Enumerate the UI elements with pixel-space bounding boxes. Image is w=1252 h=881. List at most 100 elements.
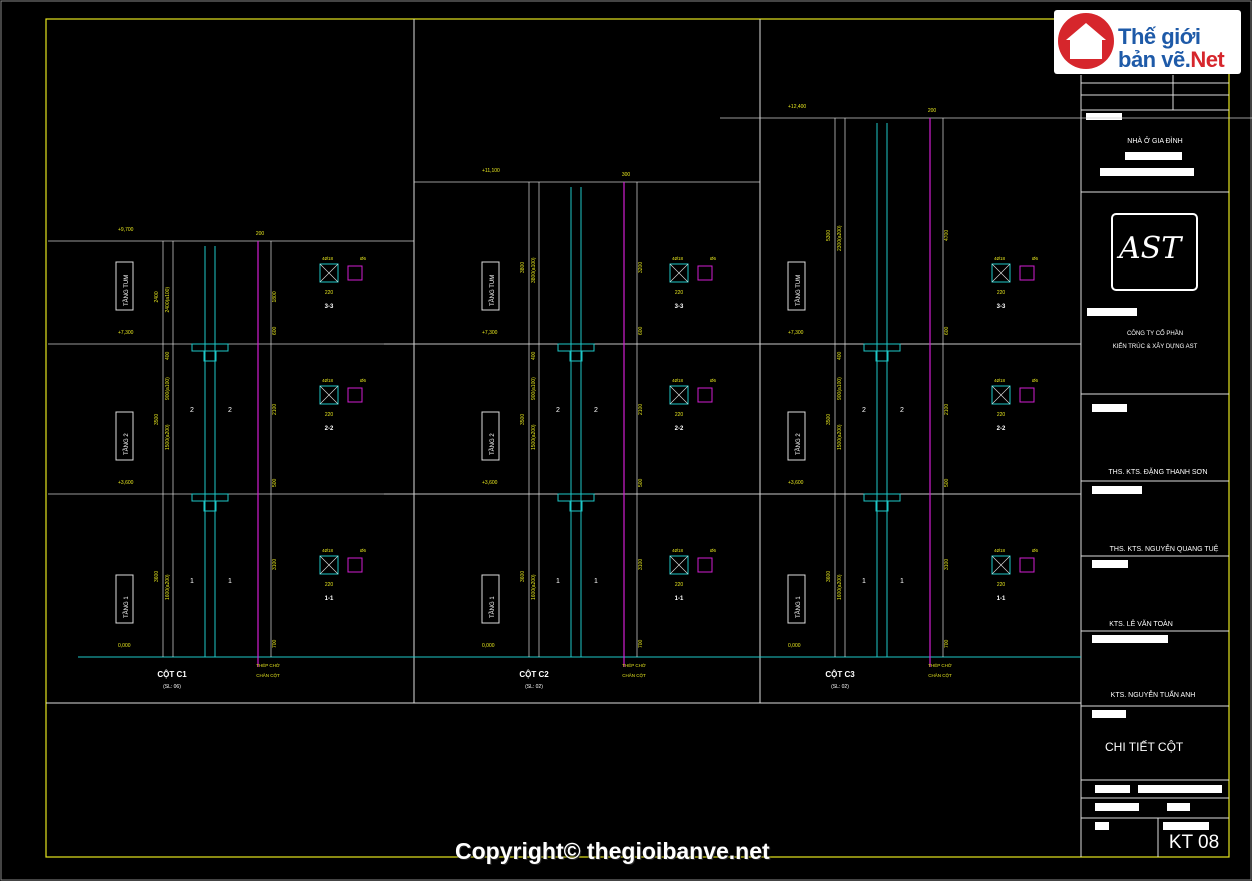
- section-width: 220: [325, 290, 334, 296]
- dim-t1: 3600: [520, 571, 526, 582]
- level-t2: +3,600: [482, 480, 498, 486]
- floor-name-tum: TẦNG TUM: [795, 275, 802, 306]
- designer-2: THS. KTS. NGUYỄN QUANG TUỆ: [1110, 544, 1219, 553]
- section-cross: [669, 555, 689, 575]
- site-logo[interactable]: Thế giới bản vẽ.Net: [1054, 10, 1241, 74]
- beam-section: [191, 493, 229, 502]
- level-tum: +7,300: [788, 330, 804, 336]
- dim-bar-top: 200: [256, 231, 265, 237]
- section-stirrup: [1019, 387, 1035, 403]
- section-mark: 2: [594, 407, 598, 414]
- section-cross: [319, 385, 339, 405]
- dim-3100: 3100: [638, 559, 644, 570]
- logo-text-1: Thế giới: [1118, 24, 1201, 49]
- section-stirrup: [697, 265, 713, 281]
- section-width: 220: [997, 290, 1006, 296]
- beam-web: [203, 350, 217, 362]
- floor-box-t1: [115, 574, 134, 624]
- title-block: [1081, 75, 1229, 857]
- dim-tum-sub: 2300(a200): [837, 225, 843, 251]
- column-count: (SL: 02): [831, 684, 849, 690]
- stirrup-label: Ø6: [1032, 378, 1039, 383]
- section-title: 3-3: [675, 304, 684, 310]
- dim-stirrup: 1600(a200): [165, 574, 171, 600]
- dim-stirrup: 1500(a200): [531, 424, 537, 450]
- dim-t1: 3600: [154, 571, 160, 582]
- designer-1: THS. KTS. ĐẶNG THANH SƠN: [1108, 467, 1207, 476]
- dim-stirrup: 1600(a200): [837, 574, 843, 600]
- level-top: +12,400: [788, 104, 806, 110]
- dim-stirrup: 900(a100): [837, 377, 843, 400]
- section-stirrup: [347, 557, 363, 573]
- beam-section: [557, 493, 595, 502]
- section-width: 220: [675, 290, 684, 296]
- section-column: [319, 385, 339, 405]
- floor-box-t1: [481, 574, 500, 624]
- floor-name-t2: TẦNG 2: [123, 433, 130, 455]
- section-column: [991, 263, 1011, 283]
- section-title: 2-2: [325, 426, 334, 432]
- section-width: 220: [997, 412, 1006, 418]
- column-name: CỘT C3: [825, 670, 855, 679]
- dim-400: 400: [165, 351, 171, 360]
- section-mark: 2: [556, 407, 560, 414]
- dim-t2: 3500: [520, 414, 526, 425]
- base-label-1: THÉP CHỜ: [622, 662, 646, 668]
- base-label-1: THÉP CHỜ: [256, 662, 280, 668]
- section-cross: [669, 385, 689, 405]
- floor-box-t1: [787, 574, 806, 624]
- dim-600: 600: [272, 326, 278, 335]
- section-stirrup: [347, 265, 363, 281]
- dim-t2: 3500: [826, 414, 832, 425]
- dim-400: 400: [531, 351, 537, 360]
- section-title: 3-3: [997, 304, 1006, 310]
- beam-section: [863, 343, 901, 352]
- section-cross: [319, 263, 339, 283]
- section-column: [669, 263, 689, 283]
- dim-stirrup-top: 3200: [638, 262, 644, 273]
- section-column: [319, 555, 339, 575]
- floor-name-t1: TẦNG 1: [123, 596, 130, 618]
- rebar-label: 4Ø18: [322, 548, 334, 553]
- dim-bar-top: 200: [928, 108, 937, 114]
- section-mark: 1: [190, 578, 194, 585]
- dim-stirrup: 900(a100): [531, 377, 537, 400]
- level-t2: +3,600: [118, 480, 134, 486]
- beam-section: [191, 343, 229, 352]
- title-block-fills: [1086, 113, 1222, 830]
- base-label-2: CHÂN CỘT: [622, 672, 646, 678]
- base-label-1: THÉP CHỜ: [928, 662, 952, 668]
- section-cross: [991, 263, 1011, 283]
- section-mark: 1: [594, 578, 598, 585]
- section-width: 220: [325, 582, 334, 588]
- section-title: 3-3: [325, 304, 334, 310]
- section-width: 220: [997, 582, 1006, 588]
- dim-500: 500: [944, 478, 950, 487]
- section-column: [991, 555, 1011, 575]
- section-stirrup: [697, 387, 713, 403]
- rebar-label: 4Ø18: [322, 378, 334, 383]
- floor-name-t2: TẦNG 2: [795, 433, 802, 455]
- section-column: [991, 385, 1011, 405]
- dim-tum-sub: 3800(a100): [531, 257, 537, 283]
- logo-text-2a: bản vẽ.: [1118, 47, 1191, 72]
- beam-web: [875, 500, 889, 512]
- designer-4: KTS. NGUYỄN TUẤN ANH: [1111, 689, 1196, 699]
- rebar-label: 4Ø18: [672, 378, 684, 383]
- dim-700: 700: [944, 639, 950, 648]
- dim-tum: 3800: [520, 262, 526, 273]
- dim-2100: 2100: [944, 404, 950, 415]
- project-name: NHÀ Ở GIA ĐÌNH: [1127, 136, 1182, 145]
- beam-web: [569, 500, 583, 512]
- dim-stirrup: 900(a100): [165, 377, 171, 400]
- section-mark: 1: [228, 578, 232, 585]
- sheet-frame: [45, 18, 1230, 858]
- dim-700: 700: [638, 639, 644, 648]
- dim-3100: 3100: [944, 559, 950, 570]
- copyright-watermark: Copyright© thegioibanve.net: [455, 838, 770, 864]
- floor-box-tum: [481, 261, 500, 311]
- logo-text-2b: Net: [1190, 47, 1225, 72]
